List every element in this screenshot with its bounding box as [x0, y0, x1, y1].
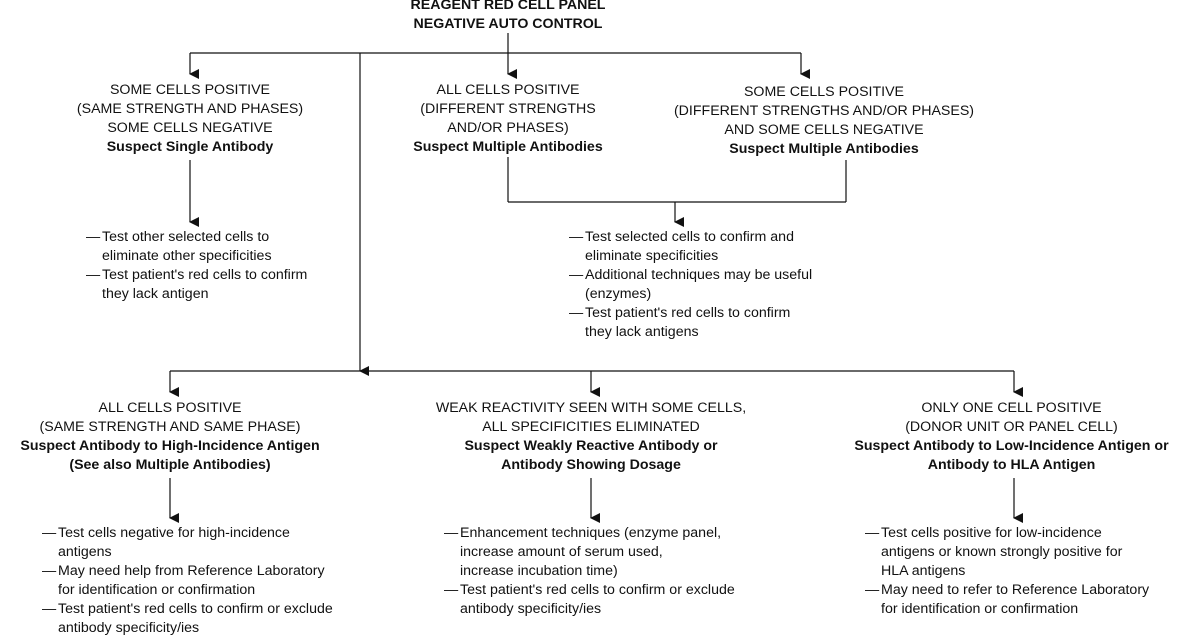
dash-glyph: — [42, 563, 57, 579]
actions-low-incidence: —Test cells positive for low-incidence a… [865, 524, 1185, 619]
suspect-label: (See also Multiple Antibodies) [69, 457, 271, 473]
action-item: —Test patient's red cells to confirm or … [444, 581, 784, 619]
action-item: —Test other selected cells to eliminate … [86, 228, 386, 266]
suspect-label: Suspect Weakly Reactive Antibody or [464, 438, 718, 454]
branch-line: AND SOME CELLS NEGATIVE [724, 122, 924, 138]
action-item: —Enhancement techniques (enzyme panel, i… [444, 524, 784, 581]
root-node: REAGENT RED CELL PANEL NEGATIVE AUTO CON… [358, 0, 658, 34]
action-text: Test cells positive for low-incidence an… [881, 525, 1123, 579]
action-text: Test patient's red cells to confirm or e… [58, 601, 333, 635]
branch-line: AND/OR PHASES) [447, 120, 569, 136]
branch-line: (SAME STRENGTH AND SAME PHASE) [39, 419, 301, 435]
branch-line: SOME CELLS POSITIVE [743, 84, 905, 100]
suspect-label: Antibody to HLA Antigen [927, 457, 1096, 473]
action-item: —May need help from Reference Laboratory… [42, 562, 382, 600]
suspect-label: Suspect Antibody to Low-Incidence Antige… [854, 438, 1169, 454]
branch-line: ALL CELLS POSITIVE [98, 400, 242, 416]
action-text: Test cells negative for high-incidence a… [58, 525, 290, 560]
action-text: Additional techniques may be useful (enz… [585, 267, 813, 302]
branch-line: SOME CELLS POSITIVE [109, 82, 271, 98]
branch-line: (SAME STRENGTH AND PHASES) [76, 101, 304, 117]
actions-single-antibody: —Test other selected cells to eliminate … [86, 228, 386, 304]
action-text: May need help from Reference Laboratory … [58, 563, 325, 598]
dash-glyph: — [42, 601, 57, 617]
branch-line: (DIFFERENT STRENGTHS AND/OR PHASES) [673, 103, 975, 119]
action-text: Test other selected cells to eliminate o… [102, 229, 272, 264]
action-text: Test patient's red cells to confirm they… [102, 267, 308, 302]
dash-glyph: — [569, 229, 584, 245]
action-item: —Test cells negative for high-incidence … [42, 524, 382, 562]
dash-glyph: — [865, 525, 880, 541]
branch-single-antibody: SOME CELLS POSITIVE (SAME STRENGTH AND P… [60, 81, 320, 157]
action-item: —Test cells positive for low-incidence a… [865, 524, 1185, 581]
branch-line: (DONOR UNIT OR PANEL CELL) [905, 419, 1118, 435]
dash-glyph: — [86, 267, 101, 283]
dash-glyph: — [569, 305, 584, 321]
root-line: NEGATIVE AUTO CONTROL [413, 16, 603, 32]
suspect-label: Antibody Showing Dosage [501, 457, 681, 473]
action-item: —Test patient's red cells to confirm the… [86, 266, 386, 304]
branch-low-incidence: ONLY ONE CELL POSITIVE (DONOR UNIT OR PA… [834, 399, 1189, 475]
dash-glyph: — [865, 582, 880, 598]
action-item: —May need to refer to Reference Laborato… [865, 581, 1185, 619]
branch-line: ALL SPECIFICITIES ELIMINATED [482, 419, 700, 435]
action-item: —Test patient's red cells to confirm or … [42, 600, 382, 635]
action-text: Test patient's red cells to confirm they… [585, 305, 791, 340]
action-text: Test patient's red cells to confirm or e… [460, 582, 735, 617]
branch-multiple-some-positive: SOME CELLS POSITIVE (DIFFERENT STRENGTHS… [644, 83, 1004, 159]
actions-multiple-antibodies: —Test selected cells to confirm and elim… [569, 228, 889, 342]
dash-glyph: — [444, 582, 459, 598]
dash-glyph: — [86, 229, 101, 245]
dash-glyph: — [42, 525, 57, 541]
action-item: —Test patient's red cells to confirm the… [569, 304, 889, 342]
action-item: —Additional techniques may be useful (en… [569, 266, 889, 304]
suspect-label: Suspect Single Antibody [106, 139, 274, 155]
suspect-label: Suspect Multiple Antibodies [413, 139, 603, 155]
branch-line: SOME CELLS NEGATIVE [107, 120, 273, 136]
actions-weak-reactivity: —Enhancement techniques (enzyme panel, i… [444, 524, 784, 619]
suspect-label: Suspect Multiple Antibodies [729, 141, 919, 157]
dash-glyph: — [569, 267, 584, 283]
branch-multiple-all-positive: ALL CELLS POSITIVE (DIFFERENT STRENGTHS … [388, 81, 628, 157]
root-line: REAGENT RED CELL PANEL [410, 0, 606, 13]
branch-line: ALL CELLS POSITIVE [436, 82, 580, 98]
suspect-label: Suspect Antibody to High-Incidence Antig… [20, 438, 320, 454]
branch-line: (DIFFERENT STRENGTHS [420, 101, 596, 117]
action-text: Enhancement techniques (enzyme panel, in… [460, 525, 722, 579]
dash-glyph: — [444, 525, 459, 541]
branch-high-incidence: ALL CELLS POSITIVE (SAME STRENGTH AND SA… [0, 399, 340, 475]
action-text: Test selected cells to confirm and elimi… [585, 229, 794, 264]
branch-line: WEAK REACTIVITY SEEN WITH SOME CELLS, [435, 400, 747, 416]
action-item: —Test selected cells to confirm and elim… [569, 228, 889, 266]
branch-weak-reactivity: WEAK REACTIVITY SEEN WITH SOME CELLS, AL… [411, 399, 771, 475]
action-text: May need to refer to Reference Laborator… [881, 582, 1150, 617]
branch-line: ONLY ONE CELL POSITIVE [921, 400, 1102, 416]
actions-high-incidence: —Test cells negative for high-incidence … [42, 524, 382, 635]
